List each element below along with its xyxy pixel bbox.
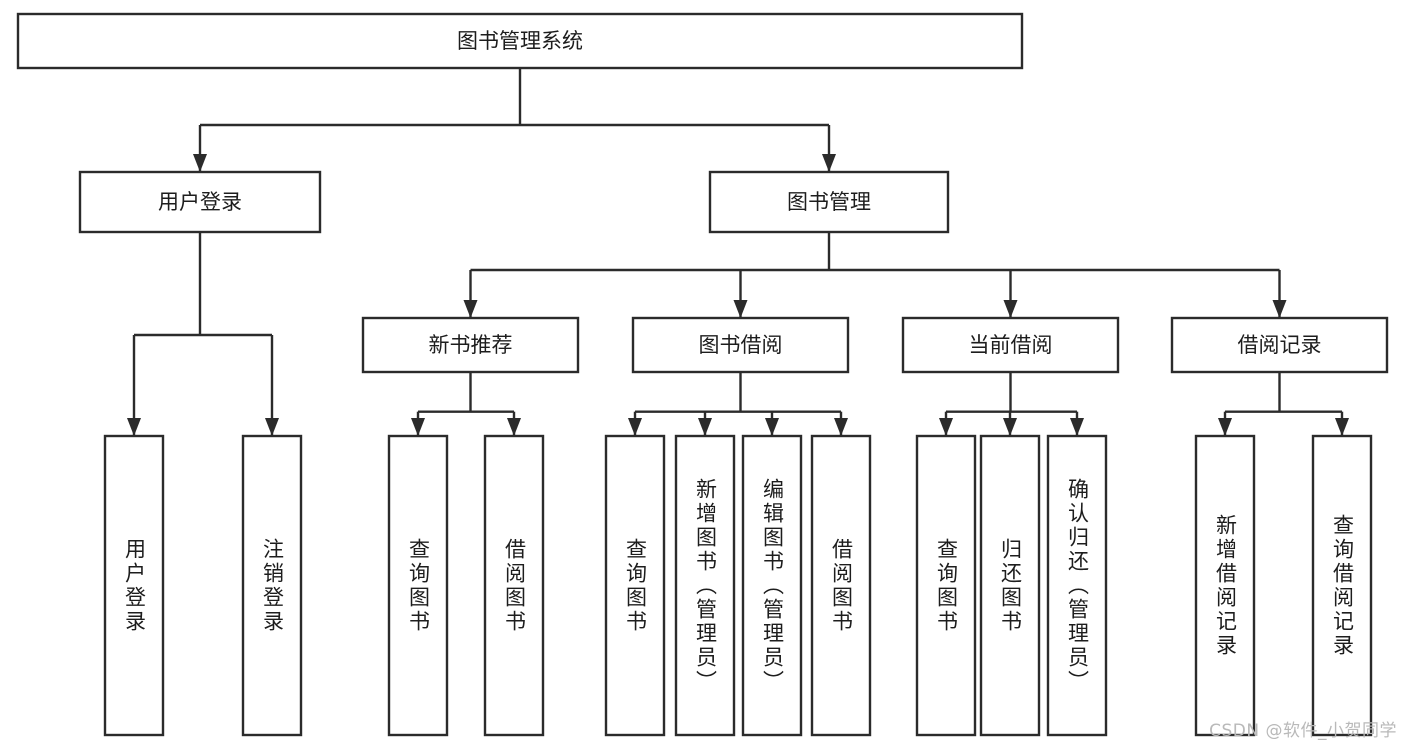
arrow-head-icon	[834, 418, 848, 436]
node-borrow-record[interactable]	[1170, 316, 1389, 374]
node-leaf-query-book-borrow[interactable]	[604, 434, 666, 737]
arrow-head-icon	[1218, 418, 1232, 436]
arrow-head-icon	[127, 418, 141, 436]
arrow-head-icon	[1272, 300, 1287, 318]
connectors-layer	[127, 68, 1349, 436]
arrow-head-icon	[1003, 418, 1017, 436]
arrow-head-icon	[193, 154, 207, 172]
node-leaf-confirm-return[interactable]	[1046, 434, 1108, 737]
node-book-manage-label: 图书管理	[787, 190, 871, 214]
watermark-text: CSDN @软件_小贺同学	[1209, 721, 1397, 741]
node-book-borrow[interactable]	[631, 316, 850, 374]
arrow-head-icon	[265, 418, 279, 436]
node-leaf-query-book-rec[interactable]	[387, 434, 449, 737]
node-book-borrow-label: 图书借阅	[699, 333, 783, 357]
node-user-login-label: 用户登录	[158, 190, 242, 214]
node-user-login[interactable]	[78, 170, 322, 234]
node-leaf-logout[interactable]	[241, 434, 303, 737]
node-root[interactable]	[16, 12, 1024, 70]
arrow-head-icon	[822, 154, 836, 172]
arrow-head-icon	[628, 418, 642, 436]
node-leaf-borrow-book-rec[interactable]	[483, 434, 545, 737]
node-book-manage[interactable]	[708, 170, 950, 234]
node-leaf-user-login[interactable]	[103, 434, 165, 737]
node-current-borrow[interactable]	[901, 316, 1120, 374]
node-current-borrow-label: 当前借阅	[969, 333, 1053, 357]
arrow-head-icon	[1070, 418, 1084, 436]
node-new-book-rec[interactable]	[361, 316, 580, 374]
node-leaf-return-book[interactable]	[979, 434, 1041, 737]
arrow-head-icon	[733, 300, 748, 318]
arrow-head-icon	[939, 418, 953, 436]
arrow-head-icon	[1003, 300, 1018, 318]
arrow-head-icon	[411, 418, 425, 436]
arrow-head-icon	[698, 418, 712, 436]
node-new-book-rec-label: 新书推荐	[429, 333, 513, 357]
arrow-head-icon	[507, 418, 521, 436]
boxes-layer	[16, 12, 1389, 737]
node-leaf-edit-book[interactable]	[741, 434, 803, 737]
node-leaf-query-book-cur[interactable]	[915, 434, 977, 737]
node-leaf-borrow-book[interactable]	[810, 434, 872, 737]
node-root-label: 图书管理系统	[457, 29, 583, 53]
arrow-head-icon	[765, 418, 779, 436]
node-leaf-add-record[interactable]	[1194, 434, 1256, 737]
node-leaf-query-record[interactable]	[1311, 434, 1373, 737]
arrow-head-icon	[463, 300, 478, 318]
arrow-head-icon	[1335, 418, 1349, 436]
node-leaf-add-book[interactable]	[674, 434, 736, 737]
node-borrow-record-label: 借阅记录	[1238, 333, 1322, 357]
